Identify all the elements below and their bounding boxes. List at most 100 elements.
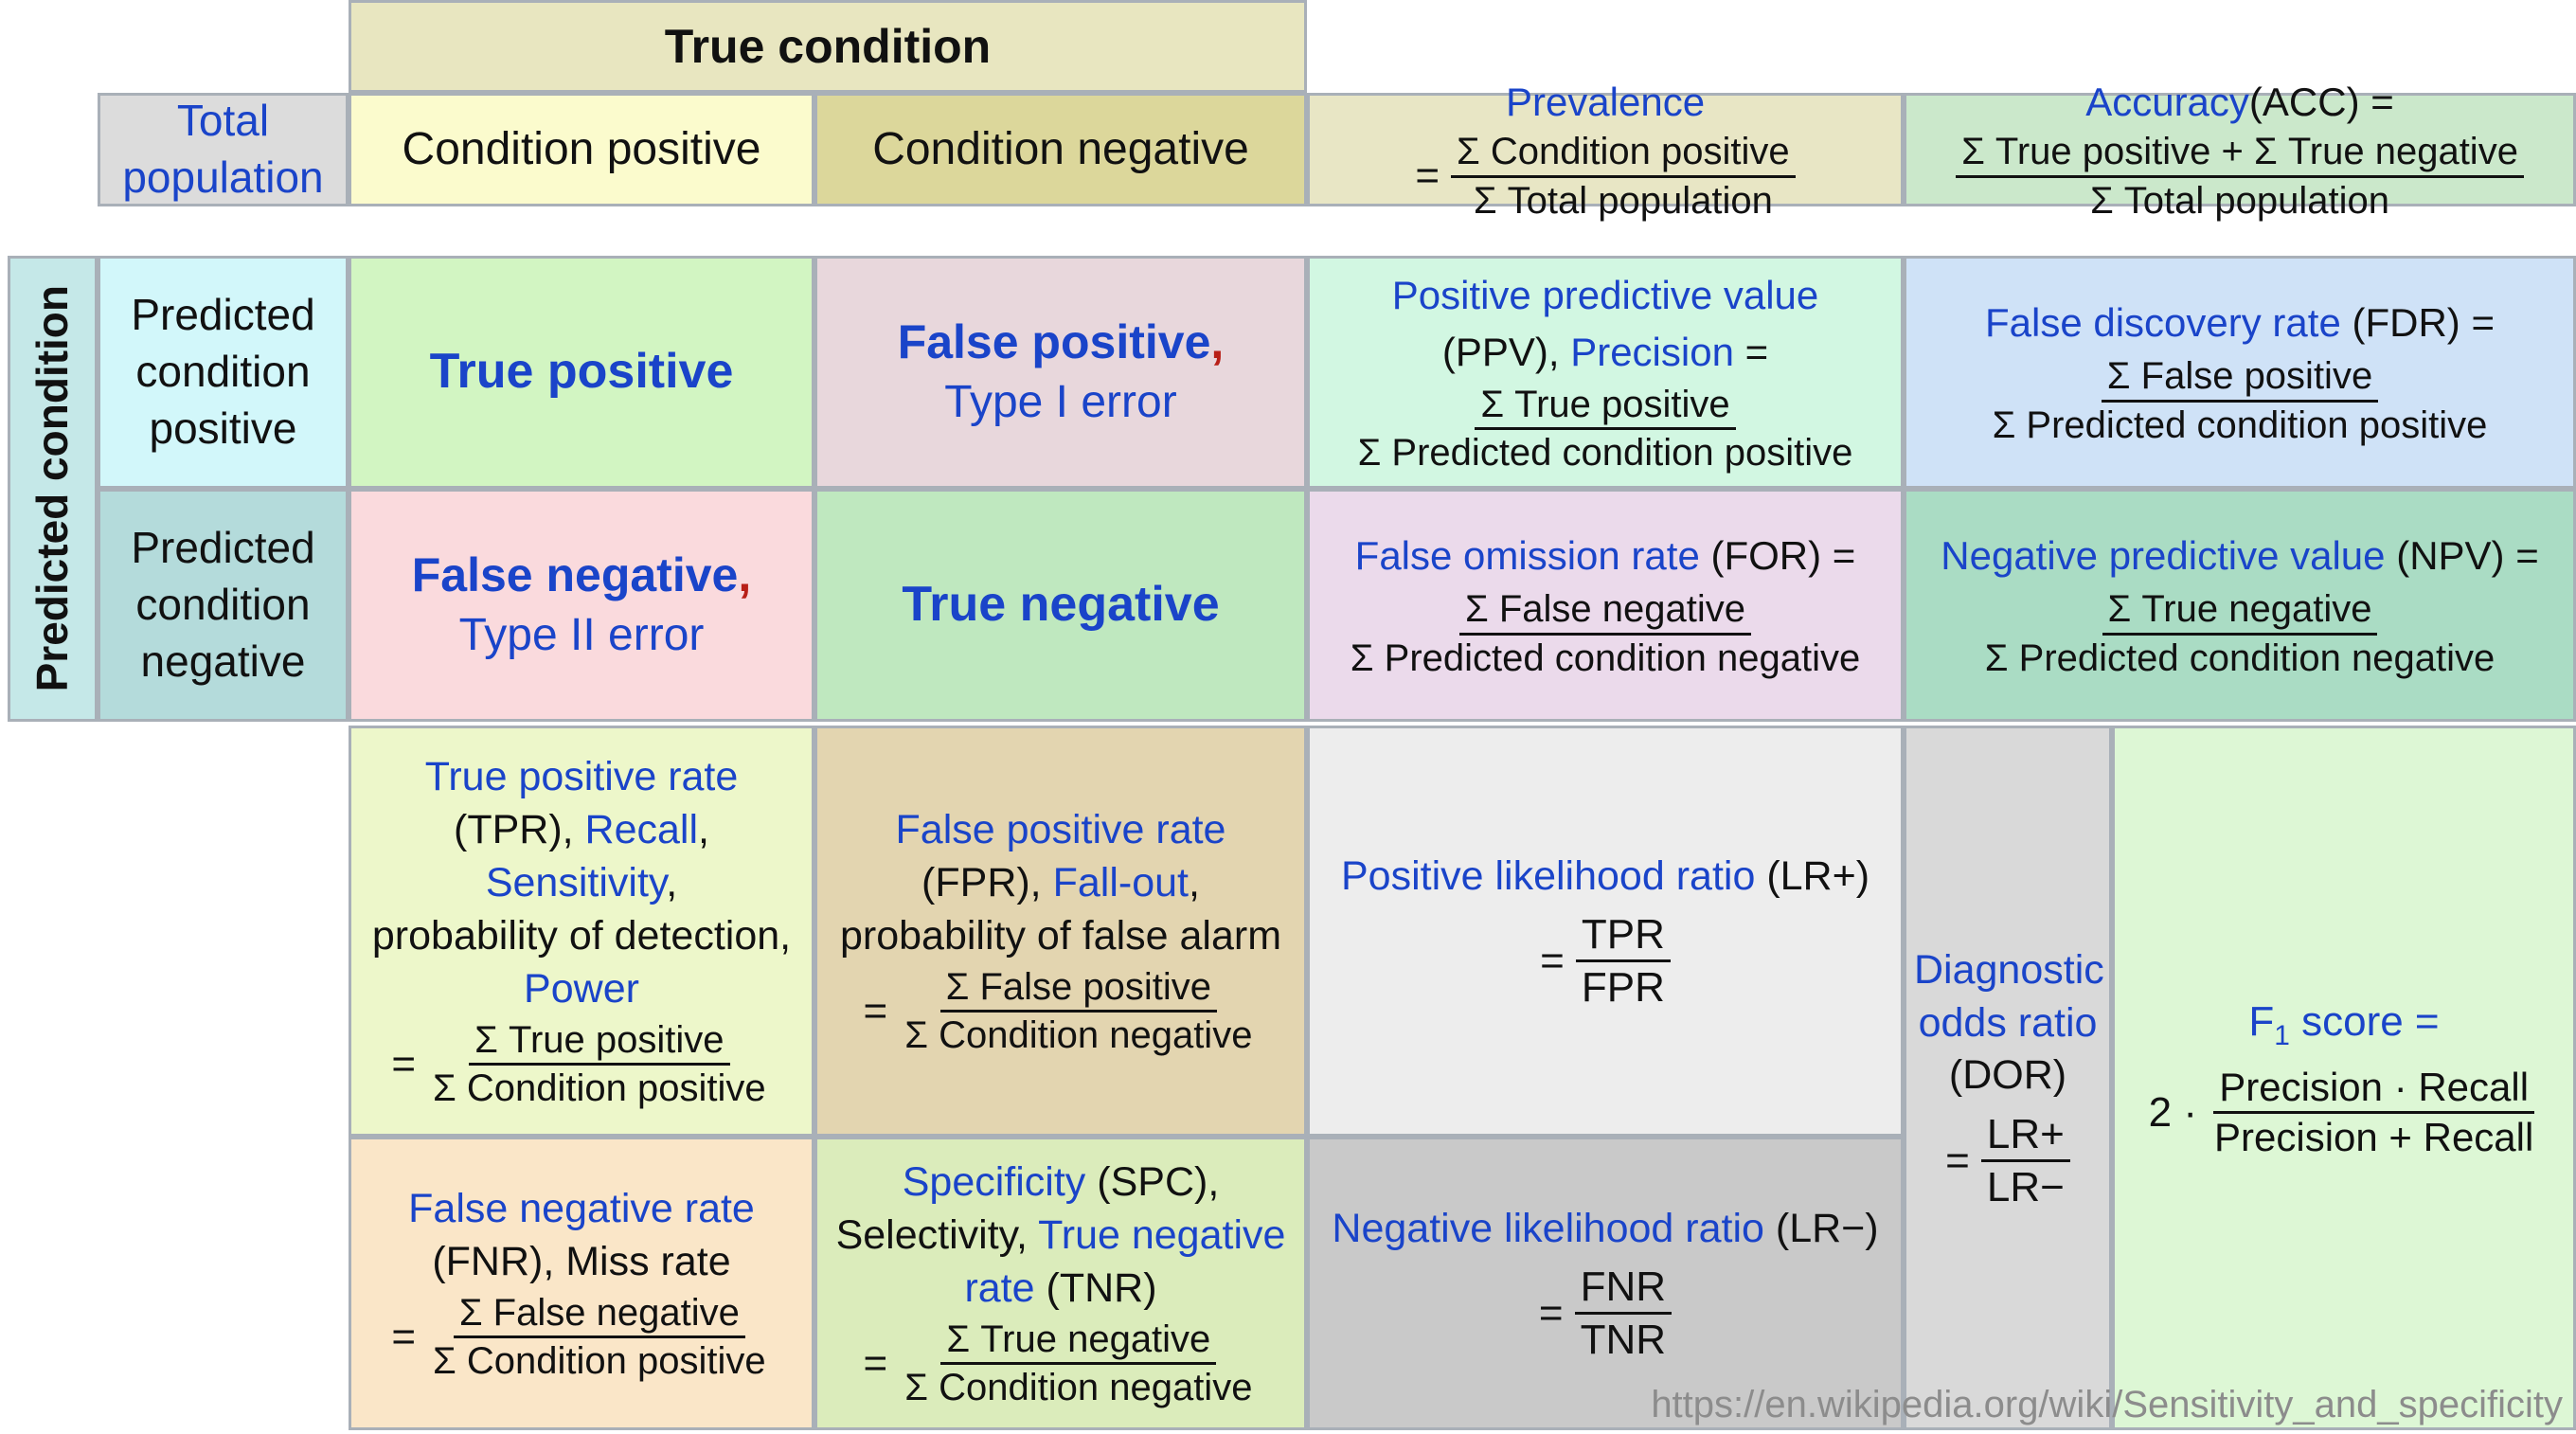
for-abbr: (FOR) = <box>1710 532 1856 578</box>
ppv-numerator: Σ True positive <box>1475 383 1736 431</box>
accuracy-abbr: (ACC) = <box>2248 79 2394 124</box>
predicted-positive-line1: Predicted <box>131 290 315 340</box>
spc-rate-link: rate <box>964 1265 1035 1312</box>
tpr-equals: = <box>391 1040 417 1087</box>
fdr-denominator: Σ Predicted condition positive <box>1992 403 2488 446</box>
lr-minus-equals: = <box>1538 1289 1564 1336</box>
false-positive-type-i-error: Type I error <box>944 377 1177 428</box>
header-total-population: Total population <box>98 93 349 206</box>
header-condition-positive: Condition positive <box>349 93 814 206</box>
spc-denominator: Σ Condition negative <box>904 1367 1253 1409</box>
predicted-positive-line2: condition <box>135 347 311 397</box>
cell-lr-plus: Positive likelihood ratio (LR+) = TPR FP… <box>1307 726 1904 1137</box>
header-true-condition: True condition <box>349 0 1307 93</box>
lr-minus-numerator: FNR <box>1574 1263 1673 1316</box>
cell-for: False omission rate (FOR) = Σ False nega… <box>1307 489 1904 722</box>
lr-plus-abbr: (LR+) <box>1766 852 1870 899</box>
cell-false-positive: False positive, Type I error <box>814 256 1307 489</box>
fnr-abbr: (FNR), Miss rate <box>432 1239 731 1285</box>
spc-name-abbr: (SPC), <box>1085 1159 1220 1206</box>
false-negative-type-ii-error: Type II error <box>458 610 705 661</box>
cell-lr-minus: Negative likelihood ratio (LR−) = FNR TN… <box>1307 1137 1904 1430</box>
tpr-power-link: Power <box>524 965 639 1012</box>
f1-denominator: Precision + Recall <box>2214 1115 2534 1160</box>
spc-equals: = <box>863 1339 888 1387</box>
fpr-numerator: Σ False positive <box>939 965 1218 1013</box>
ppv-abbr-post: = <box>1733 330 1769 375</box>
row-header-predicted-negative: Predicted condition negative <box>98 489 349 722</box>
cell-npv: Negative predictive value (NPV) = Σ True… <box>1904 489 2576 722</box>
dor-line2: odds ratio <box>1918 999 2098 1046</box>
total-population-line2: population <box>122 152 324 202</box>
spc-true-negative-link: True negative <box>1038 1212 1286 1259</box>
prevalence-numerator: Σ Condition positive <box>1451 130 1796 178</box>
cell-fdr: False discovery rate (FDR) = Σ False pos… <box>1904 256 2576 489</box>
fpr-probability-of-false-alarm: probability of false alarm <box>839 913 1282 959</box>
fpr-denominator: Σ Condition negative <box>904 1014 1253 1057</box>
spc-line2-pre: Selectivity, <box>835 1212 1039 1259</box>
fnr-numerator: Σ False negative <box>453 1291 745 1339</box>
fdr-abbr: (FDR) = <box>2352 299 2495 345</box>
cell-dor: Diagnostic odds ratio (DOR) = LR+ LR− <box>1904 726 2112 1430</box>
lr-plus-equals: = <box>1540 937 1565 984</box>
npv-abbr: (NPV) = <box>2396 532 2539 578</box>
npv-name: Negative predictive value <box>1941 532 2386 578</box>
fdr-name: False discovery rate <box>1985 299 2341 345</box>
lr-minus-abbr: (LR−) <box>1775 1205 1879 1251</box>
tpr-sensitivity-link: Sensitivity <box>485 860 667 906</box>
predicted-positive-line3: positive <box>149 403 297 453</box>
row-group-predicted-condition: Predicted condition <box>8 256 98 722</box>
condition-positive-label: Condition positive <box>402 123 761 174</box>
dor-equals: = <box>1945 1137 1970 1184</box>
fpr-abbr-pre: (FPR), <box>921 860 1053 906</box>
condition-negative-label: Condition negative <box>872 123 1249 174</box>
cell-prevalence: Prevalence = Σ Condition positive Σ Tota… <box>1307 80 1904 222</box>
prevalence-name: Prevalence <box>1505 79 1706 124</box>
tpr-denominator: Σ Condition positive <box>433 1067 766 1110</box>
tpr-abbr-post: , <box>698 807 709 853</box>
source-url-watermark: https://en.wikipedia.org/wiki/Sensitivit… <box>1651 1384 2563 1425</box>
fpr-equals: = <box>863 987 888 1034</box>
cell-specificity: Specificity (SPC), Selectivity, True neg… <box>814 1137 1307 1430</box>
row-header-predicted-positive: Predicted condition positive <box>98 256 349 489</box>
predicted-negative-line2: condition <box>135 580 311 630</box>
tpr-name: True positive rate <box>424 754 739 800</box>
for-denominator: Σ Predicted condition negative <box>1350 636 1861 679</box>
tpr-recall-link: Recall <box>584 807 699 853</box>
false-positive-label: False positive <box>897 315 1211 369</box>
lr-plus-denominator: FPR <box>1581 964 1665 1012</box>
fnr-denominator: Σ Condition positive <box>433 1340 766 1383</box>
ppv-abbr-pre: (PPV), <box>1441 330 1571 375</box>
total-population-line1: Total <box>176 96 270 146</box>
accuracy-denominator: Σ Total population <box>2089 179 2390 222</box>
fpr-name: False positive rate <box>895 807 1226 853</box>
spc-name-link: Specificity <box>902 1159 1086 1206</box>
npv-numerator: Σ True negative <box>2102 587 2378 636</box>
tpr-numerator: Σ True positive <box>469 1018 730 1067</box>
cell-true-positive: True positive <box>349 256 814 489</box>
cell-fpr: False positive rate (FPR), Fall-out, pro… <box>814 726 1307 1137</box>
fpr-abbr-post: , <box>1188 860 1200 906</box>
dor-numerator: LR+ <box>1980 1110 2070 1163</box>
f1-name-pre: F <box>2248 997 2275 1045</box>
predicted-negative-line1: Predicted <box>131 523 315 573</box>
fpr-fallout-link: Fall-out <box>1052 860 1189 906</box>
cell-ppv: Positive predictive value (PPV), Precisi… <box>1307 256 1904 489</box>
cell-true-negative: True negative <box>814 489 1307 722</box>
false-negative-comma: , <box>738 548 752 602</box>
f1-score-name: F1 score = <box>2122 995 2566 1055</box>
fnr-name: False negative rate <box>408 1186 755 1232</box>
ppv-denominator: Σ Predicted condition positive <box>1357 432 1853 475</box>
prevalence-equals: = <box>1415 152 1440 200</box>
f1-name-sub: 1 <box>2274 1019 2290 1051</box>
spc-line3-post: (TNR) <box>1034 1265 1157 1312</box>
predicted-negative-line3: negative <box>140 636 306 686</box>
for-numerator: Σ False negative <box>1459 587 1751 636</box>
lr-plus-numerator: TPR <box>1575 910 1671 963</box>
cell-fnr: False negative rate (FNR), Miss rate = Σ… <box>349 1137 814 1430</box>
for-name: False omission rate <box>1354 532 1700 578</box>
false-positive-comma: , <box>1210 315 1225 369</box>
f1-name-post: score = <box>2289 997 2440 1045</box>
lr-minus-denominator: TNR <box>1580 1317 1667 1364</box>
